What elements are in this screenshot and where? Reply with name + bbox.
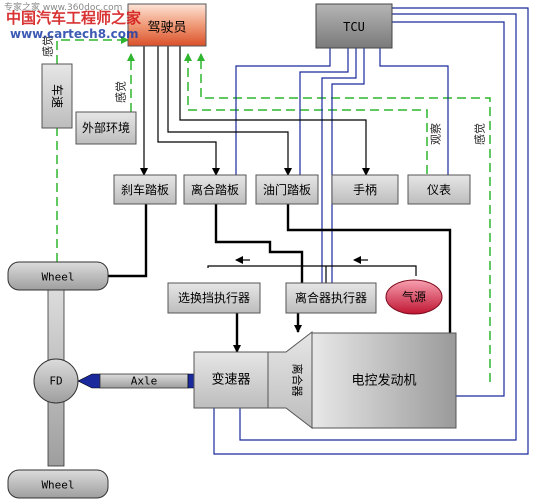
- clutch-actuator-box: [285, 282, 377, 314]
- driver-box: [127, 3, 207, 47]
- tcu-to-throttle: [299, 48, 349, 175]
- handle-box: [331, 174, 399, 205]
- edge-label-observe: 观察: [429, 123, 443, 145]
- watermark-source: 专家之家 www.360doc.com: [4, 3, 123, 13]
- mechanical-lines: [106, 204, 452, 353]
- fd-label: FD: [49, 375, 62, 388]
- watermark: 中国汽车工程师之家 www.cartech8.com 专家之家 www.360d…: [0, 0, 170, 48]
- vehicle-speed-box: [41, 63, 73, 129]
- instrument-label: 仪表: [427, 183, 451, 197]
- clutch-pedal-label: 离合踏板: [191, 182, 239, 197]
- fd-connector: [77, 373, 101, 389]
- driver-label: 驾驶员: [147, 21, 186, 36]
- vehicle-speed-label: 车速: [50, 84, 65, 108]
- driver-to-handle: [179, 46, 370, 176]
- instrument-to-driver-line: [184, 53, 428, 174]
- wheel-bottom-label: Wheel: [41, 479, 74, 492]
- throttle-pedal-label: 油门踏板: [263, 182, 311, 197]
- wheel-top-shape: [7, 261, 109, 291]
- gearbox-label: 变速器: [211, 372, 250, 388]
- shift-actuator-box: [167, 282, 261, 314]
- tcu-to-clutch-actuator: [331, 48, 365, 283]
- tcu-label: TCU: [343, 20, 365, 34]
- axle-label: Axle: [131, 375, 158, 388]
- brake-to-wheel: [106, 204, 148, 278]
- edge-label-perceive-right: 感觉: [474, 123, 487, 145]
- sense-lines: [56, 36, 491, 382]
- throttle-to-engine: [286, 204, 452, 333]
- watermark-url: www.cartech8.com: [10, 27, 139, 41]
- wheel-top-label: Wheel: [41, 271, 74, 284]
- clutch-label: 离合器: [291, 364, 305, 397]
- instrument-box: [407, 174, 471, 205]
- driveline: [7, 261, 197, 499]
- brake-pedal-box: [113, 174, 177, 205]
- handle-label: 手柄: [353, 183, 377, 197]
- tcu-to-instrument: [379, 48, 449, 175]
- speed-to-driver-line: [56, 36, 129, 64]
- driver-to-throttle: [167, 46, 292, 176]
- tcu-to-gearbox: [239, 13, 517, 441]
- brake-pedal-label: 刹车踏板: [121, 182, 169, 197]
- tcu-to-engine: [392, 21, 505, 397]
- tcu-box: [315, 3, 393, 49]
- engine-to-driver-line: [197, 53, 491, 382]
- environment-box: [75, 111, 137, 145]
- air-source-label: 气源: [402, 289, 426, 304]
- clutch-actuator-label: 离合器执行器: [295, 290, 367, 305]
- air-source-shape: [385, 279, 443, 315]
- tcu-to-wheel-speed: [213, 7, 529, 455]
- gearbox-box: [193, 351, 269, 409]
- edge-label-perceive-env: 感觉: [115, 81, 128, 103]
- tcu-to-shift-actuator: [321, 48, 357, 283]
- clutch-pedal-to-actuator: [214, 204, 304, 283]
- tcu-to-clutch-pedal: [235, 48, 331, 175]
- wheel-bottom-shape: [7, 469, 109, 499]
- air-line-top: [207, 265, 417, 276]
- engine-label: 电控发动机: [351, 373, 416, 389]
- watermark-site-name: 中国汽车工程师之家: [6, 9, 142, 27]
- edge-label-perceive-left: 感觉: [42, 35, 55, 57]
- driver-to-clutch-pedal: [157, 46, 220, 176]
- environment-label: 外部环境: [82, 120, 130, 135]
- engine-box: [311, 332, 457, 429]
- shift-actuator-label: 选换挡执行器: [178, 291, 250, 305]
- clutch-shape: [267, 330, 313, 430]
- throttle-pedal-box: [255, 174, 319, 205]
- driver-control-lines: [140, 46, 370, 176]
- clutch-pedal-box: [183, 174, 247, 205]
